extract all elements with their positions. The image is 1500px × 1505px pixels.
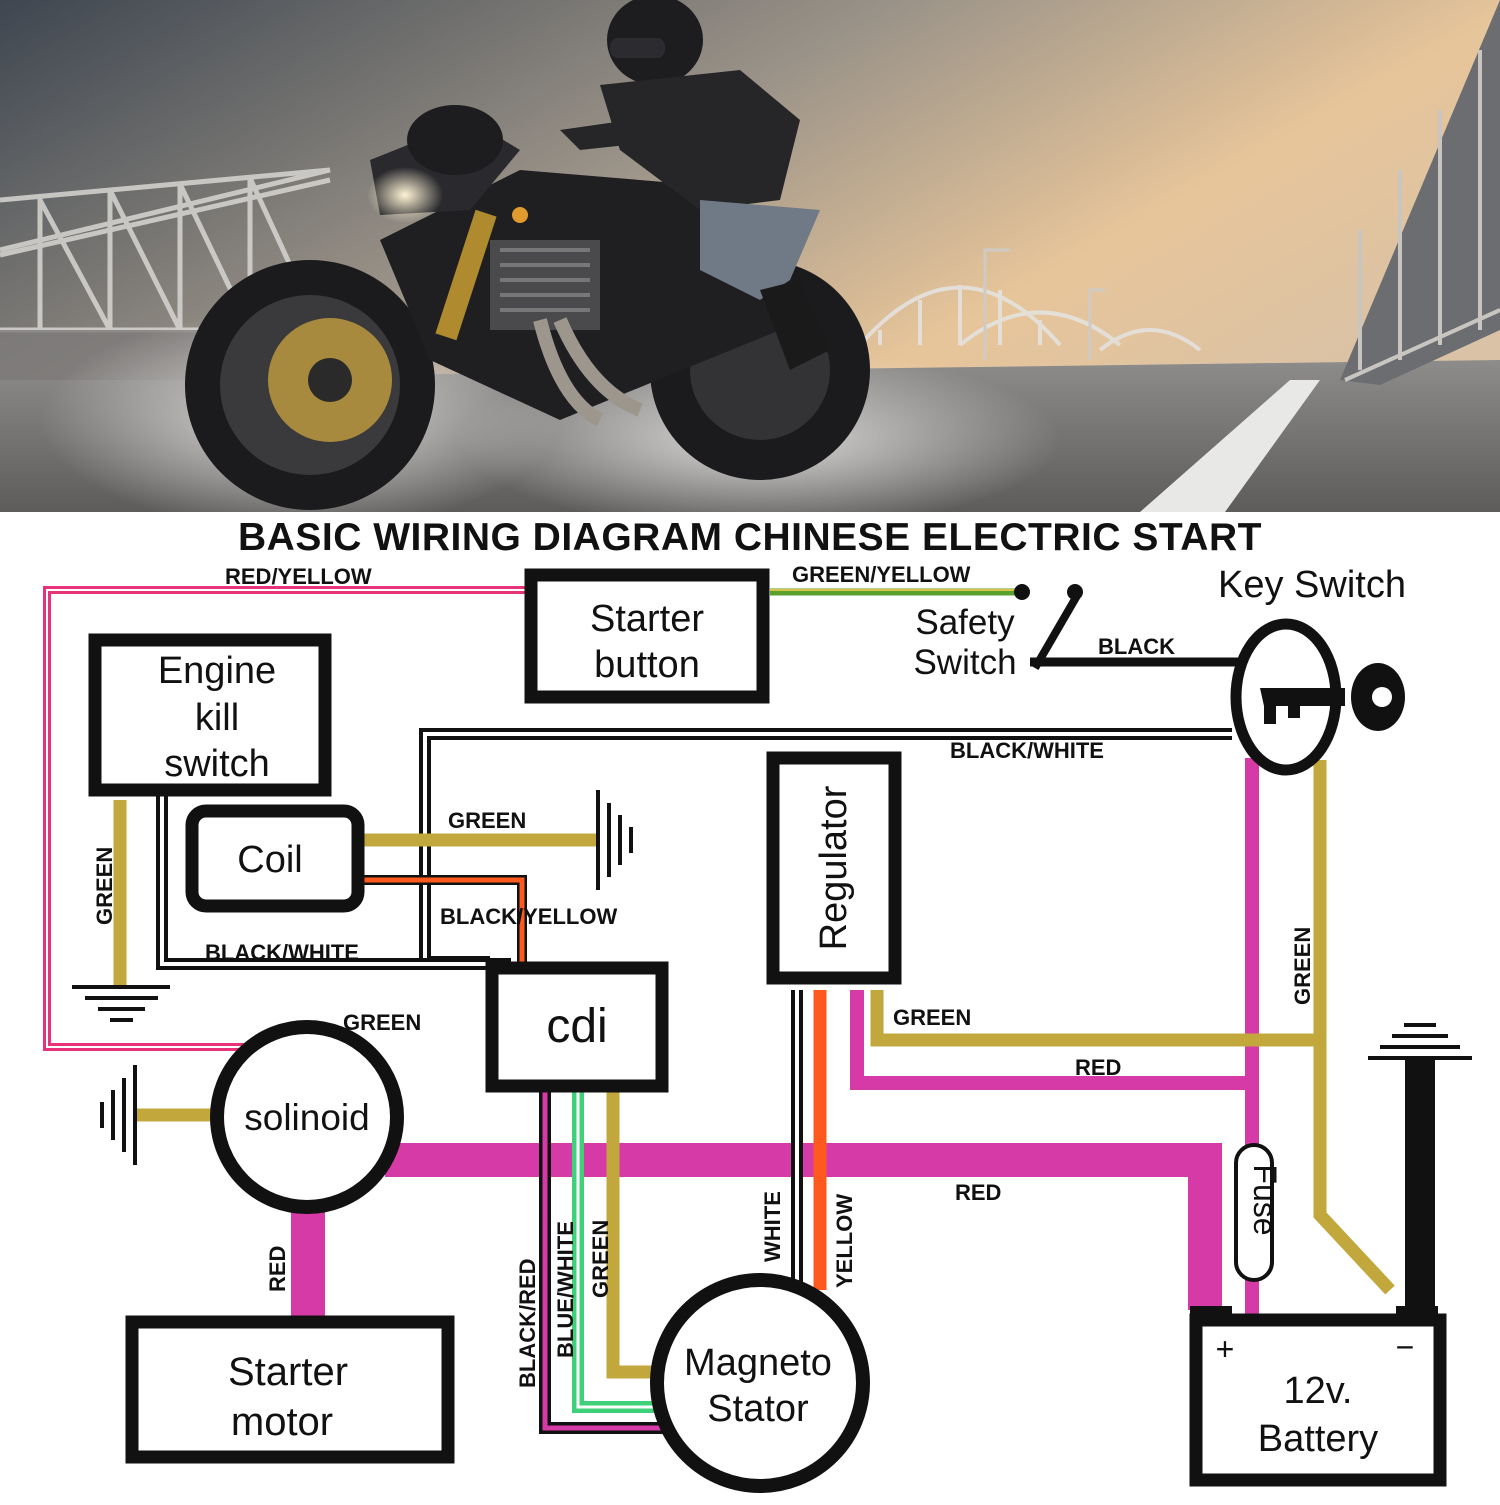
label-red-yellow: RED/YELLOW — [225, 564, 372, 589]
regulator-box — [766, 751, 902, 985]
engine-kill-switch-label-line2: kill — [195, 697, 239, 739]
label-green-kill: GREEN — [92, 847, 117, 925]
motorcycle — [185, 120, 870, 510]
label-black-red: BLACK/RED — [515, 1258, 540, 1388]
wire-red-main — [385, 1143, 1222, 1310]
safety-switch-contact — [1014, 584, 1030, 600]
fuse-label: Fuse — [1247, 1164, 1283, 1235]
label-white: WHITE — [760, 1191, 785, 1262]
key-icon — [1260, 663, 1405, 731]
wire-green-stator — [606, 1090, 660, 1379]
label-black-white-left: BLACK/WHITE — [205, 940, 359, 965]
magneto-stator-label-line2: Stator — [707, 1388, 809, 1430]
safety-switch-contact — [1067, 584, 1083, 600]
cdi-label: cdi — [546, 1000, 607, 1053]
label-black-yellow: BLACK/YELLOW — [440, 904, 617, 929]
label-green-key: GREEN — [1290, 927, 1315, 1005]
safety-switch-label-line1: Safety — [915, 603, 1015, 642]
fuse-box — [1234, 1143, 1274, 1282]
label-yellow: YELLOW — [832, 1194, 857, 1288]
starter-motor-box — [125, 1315, 455, 1464]
safety-switch-lever — [1031, 591, 1082, 671]
wiring-diagram-canvas: Starter button Engine kill switch Coil S… — [43, 562, 1472, 1493]
starter-button-label-line2: button — [594, 644, 700, 686]
battery-label-line1: 12v. — [1283, 1370, 1352, 1412]
battery-label-line2: Battery — [1258, 1418, 1378, 1460]
solenoid-circle — [210, 1020, 404, 1214]
engine-kill-switch-label-line1: Engine — [158, 650, 276, 692]
wire-red-regulator — [850, 990, 1252, 1090]
label-green-regulator: GREEN — [893, 1005, 971, 1030]
label-red-regulator: RED — [1075, 1055, 1121, 1080]
key-switch-label: Key Switch — [1218, 564, 1406, 606]
ground-symbol-battery — [1368, 1023, 1472, 1060]
label-green-stator: GREEN — [588, 1220, 613, 1298]
engine-kill-switch-box — [88, 633, 332, 797]
wire-green-regulator — [870, 990, 1320, 1047]
safety-switch-label-line2: Switch — [913, 643, 1016, 682]
cdi-box — [485, 961, 669, 1093]
magneto-stator-circle — [650, 1273, 870, 1493]
motorcycle-photo-illustration — [0, 0, 1500, 512]
label-black-white-top: BLACK/WHITE — [950, 738, 1104, 763]
starter-button-box — [524, 568, 770, 704]
starter-motor-label-line1: Starter — [228, 1350, 348, 1394]
starter-motor-label-line2: motor — [231, 1400, 333, 1444]
battery-plus-sign: + — [1216, 1331, 1235, 1367]
starter-button-label-line1: Starter — [590, 598, 704, 640]
motorcycle-photo — [0, 0, 1500, 512]
coil-box — [185, 804, 365, 913]
regulator-label: Regulator — [813, 785, 855, 950]
diagram-title: BASIC WIRING DIAGRAM CHINESE ELECTRIC ST… — [238, 516, 1262, 559]
rider — [560, 0, 830, 370]
label-green-coil: GREEN — [448, 808, 526, 833]
wiring-diagram: BASIC WIRING DIAGRAM CHINESE ELECTRIC ST… — [0, 512, 1500, 1500]
battery-box — [1189, 1313, 1447, 1487]
ground-symbol-coil — [596, 790, 633, 890]
label-red-main: RED — [955, 1180, 1001, 1205]
label-blue-white: BLUE/WHITE — [553, 1221, 578, 1358]
magneto-stator-label-line1: Magneto — [684, 1342, 832, 1384]
solenoid-label: solinoid — [244, 1097, 369, 1138]
label-green-yellow: GREEN/YELLOW — [792, 562, 971, 587]
wire-green-key — [1313, 760, 1395, 1295]
label-red-starter: RED — [265, 1246, 290, 1292]
label-green-solenoid: GREEN — [343, 1010, 421, 1035]
ground-symbol-kill — [72, 985, 170, 1022]
label-black-key: BLACK — [1098, 634, 1175, 659]
engine-kill-switch-label-line3: switch — [164, 743, 270, 785]
ground-symbol-solenoid — [100, 1065, 137, 1165]
coil-label: Coil — [237, 839, 302, 881]
battery-minus-sign: − — [1396, 1329, 1415, 1365]
